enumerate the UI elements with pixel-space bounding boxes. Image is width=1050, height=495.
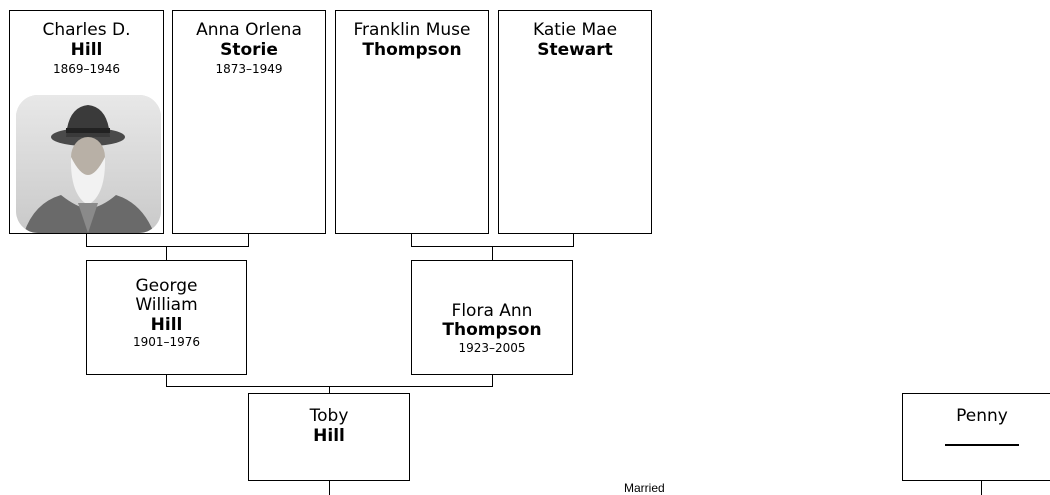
surname: Thompson [442,320,542,341]
unknown-surname-blank [945,426,1019,447]
connector-line [411,234,412,246]
connector-line [86,246,249,247]
surname: Thompson [362,40,462,61]
person-box-toby-hill[interactable]: Toby Hill [248,393,410,481]
person-box-charles-hill[interactable]: Charles D. Hill 1869–1946 [9,10,164,234]
marriage-line-right [981,481,982,495]
given-name: Franklin Muse [353,20,471,40]
given-name: Anna Orlena [196,20,302,40]
connector-line [492,375,493,386]
connector-line [166,375,167,386]
life-years: 1873–1949 [215,61,283,76]
given-name: Toby [309,406,349,426]
connector-line [86,234,87,246]
portrait-image [16,95,161,233]
life-years: 1869–1946 [52,61,121,76]
married-label: Married [624,481,665,495]
person-box-george-hill[interactable]: George William Hill 1901–1976 [86,260,247,375]
person-box-anna-storie[interactable]: Anna Orlena Storie 1873–1949 [172,10,326,234]
connector-line [573,234,574,246]
surname: Hill [150,314,183,335]
portrait-photo [16,95,161,233]
person-box-penny[interactable]: Penny [902,393,1050,481]
marriage-line-left [329,481,330,495]
given-name: Penny [956,406,1008,426]
life-years: 1901–1976 [132,335,201,350]
surname: Stewart [537,40,613,61]
surname: Storie [220,40,278,61]
surname: Hill [70,40,103,61]
life-years: 1923–2005 [458,340,526,355]
person-box-flora-thompson[interactable]: Flora Ann Thompson 1923–2005 [411,260,573,375]
connector-line [329,386,330,393]
person-box-katie-stewart[interactable]: Katie Mae Stewart [498,10,652,234]
person-box-franklin-thompson[interactable]: Franklin Muse Thompson [335,10,489,234]
given-name: Flora Ann [451,301,533,321]
connector-line [166,246,167,260]
given-name: Charles D. [42,20,131,40]
surname: Hill [313,426,345,447]
given-name-line2: William [135,295,198,316]
given-name: Katie Mae [532,20,618,40]
connector-line [492,246,493,260]
connector-line [248,234,249,246]
given-name-line1: George [135,276,198,296]
